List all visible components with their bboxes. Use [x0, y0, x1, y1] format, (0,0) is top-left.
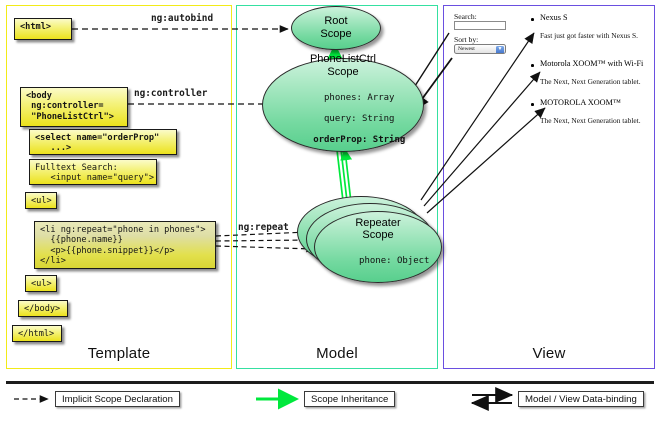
search-input[interactable]	[454, 21, 506, 30]
sort-by-select[interactable]: Newest ▼	[454, 44, 506, 54]
legend-model-view-data-binding: Model / View Data-binding	[518, 391, 644, 407]
scope-root-title-1: Root	[324, 15, 348, 28]
chevron-down-icon: ▼	[496, 46, 504, 53]
legend-divider	[6, 381, 654, 384]
scope-phonelistctrl-prop-orderprop: orderProp: String	[313, 135, 406, 146]
view-item-title: MOTOROLA XOOM™	[540, 98, 621, 107]
list-bullet	[531, 103, 534, 106]
edge-label-autobind: ng:autobind	[151, 13, 214, 24]
list-bullet	[531, 64, 534, 67]
template-box-ul-open: <ul>	[25, 192, 57, 209]
view-item-snippet: Fast just got faster with Nexus S.	[540, 31, 638, 40]
template-box-html-close: </html>	[12, 325, 62, 342]
scope-phonelistctrl: PhoneListCtrl Scope phones: Array query:…	[262, 53, 424, 152]
edge-label-repeat: ng:repeat	[238, 222, 289, 233]
view-sort-label: Sort by:	[454, 35, 479, 44]
scope-root-title-2: Scope	[320, 28, 352, 40]
scope-repeater-title-1: Repeater	[355, 216, 401, 229]
panel-label-view: View	[532, 345, 566, 362]
legend-scope-inheritance: Scope Inheritance	[304, 391, 396, 407]
scope-phonelistctrl-title-2: Scope	[327, 65, 359, 78]
template-box-body-close: </body>	[18, 300, 68, 317]
scope-root: Root Scope	[291, 6, 381, 50]
panel-label-template: Template	[87, 345, 151, 362]
sort-by-selected-value: Newest	[458, 46, 475, 52]
view-search-label: Search:	[454, 12, 477, 21]
scope-repeater-title-2: Scope	[362, 229, 394, 242]
template-box-html-open: <html>	[14, 18, 72, 40]
template-box-ul-close: <ul>	[25, 275, 57, 292]
edge-label-controller: ng:controller	[134, 88, 208, 99]
view-item-title: Motorola XOOM™ with Wi-Fi	[540, 59, 644, 68]
view-item-title: Nexus S	[540, 13, 568, 22]
scope-phonelistctrl-prop-query: query: String	[324, 114, 395, 125]
scope-repeater-prop-phone: phone: Object	[359, 256, 430, 267]
template-box-select: <select name="orderProp" ...>	[29, 129, 177, 155]
template-box-body-open: <body ng:controller= "PhoneListCtrl">	[20, 87, 128, 127]
legend-implicit-scope-declaration: Implicit Scope Declaration	[55, 391, 180, 407]
view-item-snippet: The Next, Next Generation tablet.	[540, 77, 641, 86]
view-item-snippet: The Next, Next Generation tablet.	[540, 116, 641, 125]
scope-phonelistctrl-title-1: PhoneListCtrl	[309, 53, 377, 66]
template-box-li-repeat: <li ng:repeat="phone in phones"> {{phone…	[34, 221, 216, 269]
scope-repeater: Repeater Scope phone: Object	[314, 211, 442, 283]
list-bullet	[531, 18, 534, 21]
panel-label-model: Model	[316, 345, 358, 362]
scope-phonelistctrl-prop-phones: phones: Array	[324, 93, 395, 104]
template-box-fulltext-search: Fulltext Search: <input name="query">	[29, 159, 157, 185]
